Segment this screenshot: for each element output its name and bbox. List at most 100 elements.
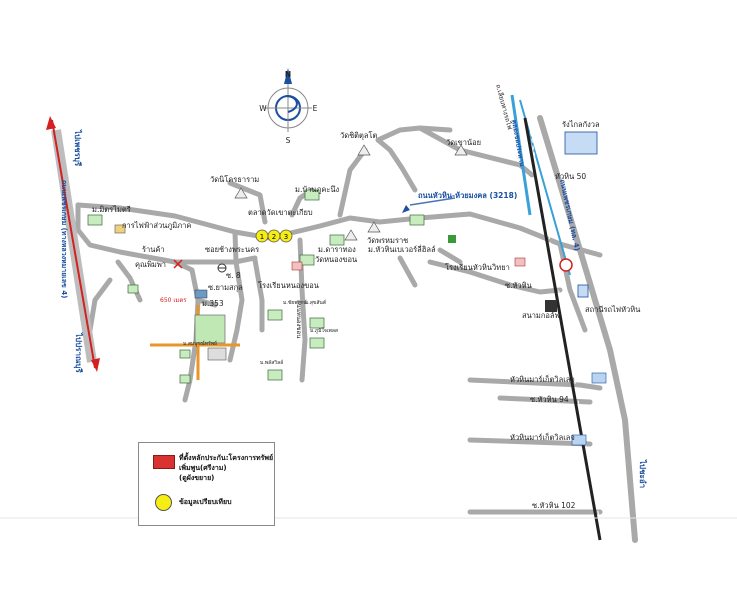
electric-office-icon	[114, 224, 126, 234]
label-market: ตลาดวัดเขาตะเกียบ	[248, 208, 313, 217]
collateral-block	[194, 314, 226, 344]
house-icon	[309, 337, 325, 349]
legend-comparison-swatch	[155, 494, 172, 511]
label-hua-hin-50: หัวหิน 50	[555, 172, 586, 181]
label-soi-94: ซ.หัวหิน 94	[530, 395, 569, 404]
palace-icon	[564, 131, 598, 155]
label-ban-phukhanueng: ม.บ้านภูคะนึง	[295, 185, 340, 194]
comparison-label-1: 1	[260, 233, 264, 241]
label-wat-nong-khon: วัดหนองขอน	[315, 255, 357, 264]
comparison-label-2: 2	[272, 233, 276, 241]
arrow-down-icon	[91, 358, 100, 372]
label-beverly-hills: ม.หัวหินเบเวอร์ลี่ฮิลล์	[368, 244, 436, 254]
compass-s: S	[286, 136, 291, 145]
label-village-d: ม.พลัสวิลล์	[260, 359, 283, 366]
label-station: สถานีรถไฟหัวหิน	[585, 305, 640, 314]
golf-icon	[545, 300, 557, 312]
label-school-huahin-witthaya: โรงเรียนหัวหินวิทยา	[445, 263, 510, 272]
legend-collateral-swatch	[153, 455, 175, 469]
road-network	[75, 115, 638, 543]
label-school-nong-khon: โรงเรียนหนองขอน	[258, 281, 319, 290]
label-road-nong-khon: ถนนหนองขอน	[295, 300, 302, 338]
legend-comparison-label: ข้อมูลเปรียบเทียบ	[179, 498, 232, 506]
label-to-cha-am: ไปชะอำ	[638, 459, 648, 488]
label-shop: ร้านค้า	[142, 245, 165, 254]
temple-icon	[454, 144, 468, 156]
north-arrow-icon	[284, 68, 292, 84]
label-soi-hua-hin: ซ.หัวหิน	[505, 281, 532, 290]
house-icon	[409, 214, 425, 226]
road-3218-marker	[409, 197, 456, 206]
label-wat-chitit: วัดชิติตุลโต	[340, 131, 378, 140]
tree-icon	[448, 235, 456, 243]
label-to-pranburi: ไปปราณบุรี	[73, 332, 84, 373]
house-icon	[304, 189, 320, 201]
label-canal: คลองชลประทาน	[510, 119, 526, 168]
temple-icon	[367, 221, 381, 233]
house-icon	[267, 369, 283, 381]
label-village-b: ม.สุขสันต์	[305, 299, 326, 306]
label-klai-kangwon: รังไกลกังวล	[562, 120, 600, 129]
compass-rose	[264, 68, 312, 132]
house-icon	[267, 309, 283, 321]
pointer-arrow-icon	[402, 205, 410, 213]
house-icon	[127, 284, 139, 294]
house-icon	[329, 234, 345, 246]
house-icon	[299, 254, 315, 266]
label-khun-phimpa: คุณพิมพา	[135, 260, 166, 269]
left-highway	[46, 116, 100, 372]
ptt-icon	[559, 258, 573, 272]
school-icon	[291, 261, 303, 271]
label-wat-nikrotharam: วัดนิโครธาราม	[210, 175, 259, 184]
label-soi-yamsakul: ซ.ยามสกุล	[208, 283, 243, 292]
comparison-point-3	[279, 229, 293, 243]
label-soi-chang: ซอยช้างพระนคร	[205, 245, 259, 254]
label-wat-phromrat: วัดพรหมราช	[367, 236, 408, 245]
temple-icon	[234, 187, 248, 199]
house-icon	[179, 374, 191, 384]
label-wat-khao-noi: วัดเขาน้อย	[446, 138, 481, 147]
label-soi-8: ซ. 8	[226, 271, 241, 280]
label-road-3218: ถนนหัวหิน-ห้วยมงคล (3218)	[418, 191, 517, 200]
collateral-site-plan	[150, 305, 240, 380]
label-m353: ม.353	[202, 299, 224, 308]
arrow-up-icon	[46, 116, 56, 130]
compass-n: N	[285, 70, 291, 79]
legend-collateral-note: (ดูผังขยาย)	[179, 474, 215, 482]
label-mitrmaitree: ม.มิตรไมตรี	[92, 205, 131, 214]
house-icon	[87, 214, 103, 226]
comparison-points: 1 2 3	[255, 229, 293, 243]
label-distance: 650 เมตร	[160, 297, 187, 304]
comparison-label-3: 3	[284, 233, 288, 241]
label-market-village-2: หัวหินมาร์เก็ตวิลเลจ	[510, 432, 575, 442]
school-icon	[514, 257, 526, 267]
label-electric: การไฟฟ้าส่วนภูมิภาค	[122, 221, 191, 230]
label-m-darathong: ม.ดาราทอง	[318, 245, 356, 254]
house-icon	[309, 317, 325, 329]
temple-icon	[357, 144, 371, 156]
collateral-annex	[207, 347, 227, 361]
label-golf: สนามกอล์ฟ	[522, 311, 560, 320]
market-icon	[591, 372, 607, 384]
house-icon	[179, 349, 191, 359]
label-soi-102: ซ.หัวหิน 102	[532, 501, 576, 510]
compass-e: E	[313, 104, 318, 113]
label-village-c: ม.ภูมิใจเพลส	[310, 327, 338, 334]
temple-icons	[234, 144, 468, 241]
label-phetkasem-left: ถนนเพชรเกษม (ทางหลวงหมายเลข 4)	[60, 180, 68, 298]
legend: ที่ตั้งหลักประกัน:โครงการทรัพย์เพิ่มพูน(…	[138, 442, 275, 526]
temple-icon	[344, 229, 358, 241]
compass-w: W	[259, 104, 267, 113]
village-icons	[87, 131, 607, 446]
label-village-e: ม.สมบูรณ์ทรัพย์	[183, 340, 217, 347]
label-phetkasem-right: ถนนเพชรเกษม (ทล. 4)	[558, 179, 581, 252]
police-icon	[194, 289, 208, 299]
label-market-village-1: หัวหินมาร์เก็ตวิลเลจ	[510, 374, 575, 384]
station-icon	[577, 284, 589, 298]
label-to-phetchaburi: ไปเพชรบุรี	[72, 129, 83, 167]
traffic-light-icon	[217, 263, 227, 273]
railway-line	[523, 117, 604, 541]
junction-cross-icon	[173, 259, 183, 269]
